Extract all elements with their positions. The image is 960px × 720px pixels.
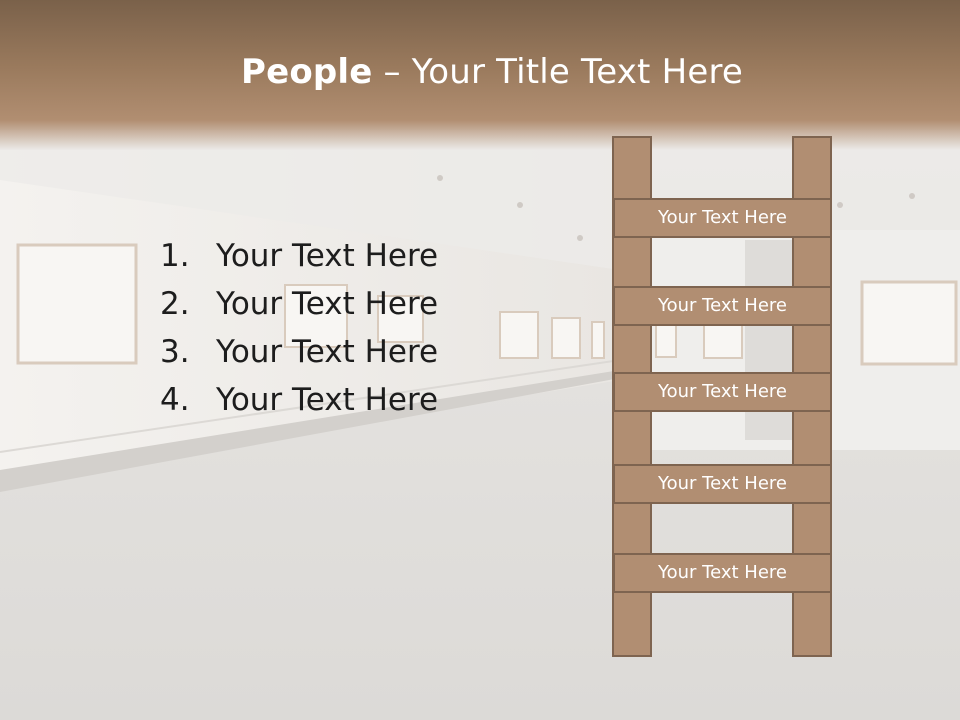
list-number: 1.: [160, 238, 190, 274]
title-bold-part: People: [240, 52, 373, 92]
list-number: 2.: [160, 286, 190, 322]
list-text: Your Text Here: [216, 334, 439, 370]
numbered-list: 1. Your Text Here 2. Your Text Here 3. Your…: [160, 234, 438, 426]
list-number: 4.: [160, 382, 190, 418]
list-text: Your Text Here: [216, 238, 439, 274]
list-item: 3. Your Text Here: [160, 330, 438, 378]
ladder-rung-2: Your Text Here: [613, 286, 832, 326]
list-text: Your Text Here: [216, 286, 439, 322]
list-item: 2. Your Text Here: [160, 282, 438, 330]
list-item: 1. Your Text Here: [160, 234, 438, 282]
list-number: 3.: [160, 334, 190, 370]
title-rest-part: – Your Title Text Here: [372, 52, 744, 92]
ladder-rung-1: Your Text Here: [613, 198, 832, 238]
ladder-rung-5: Your Text Here: [613, 553, 832, 593]
title-band: [0, 0, 960, 150]
list-text: Your Text Here: [216, 382, 439, 418]
ladder-rung-3: Your Text Here: [613, 372, 832, 412]
list-item: 4. Your Text Here: [160, 378, 438, 426]
slide-title: People – Your Title Text Here: [0, 52, 960, 92]
ladder-rung-4: Your Text Here: [613, 464, 832, 504]
